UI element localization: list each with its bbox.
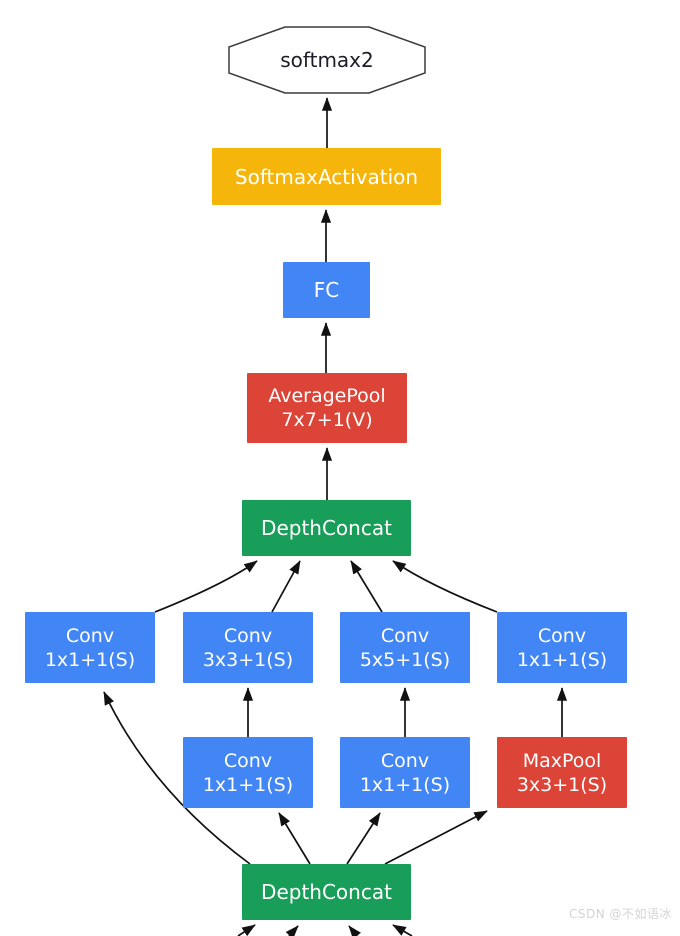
node-conv-1x1-row1-col1-label: Conv xyxy=(65,624,115,647)
edge-depthconcat2-to-conv1x1a xyxy=(103,691,251,865)
node-conv-1x1-row1-col4-label: Conv xyxy=(537,624,587,647)
edge-into-depthconcat2-1 xyxy=(237,924,256,936)
node-conv-5x5-sublabel: 5x5+1(S) xyxy=(359,648,451,671)
node-conv-1x1-row2-col2: Conv 1x1+1(S) xyxy=(183,737,313,808)
edge-conv5x5-to-depthconcat xyxy=(350,560,383,613)
node-conv-3x3-sublabel: 3x3+1(S) xyxy=(202,648,294,671)
node-conv-5x5: Conv 5x5+1(S) xyxy=(340,612,470,683)
node-conv-1x1-row1-col1-sublabel: 1x1+1(S) xyxy=(44,648,136,671)
edge-depthconcat2-to-conv1x1c xyxy=(278,812,311,865)
node-conv-1x1-row2-col3-sublabel: 1x1+1(S) xyxy=(359,773,451,796)
node-depthconcat-bottom-label: DepthConcat xyxy=(261,880,392,904)
node-softmax2-label: softmax2 xyxy=(280,48,374,72)
node-softmax2: softmax2 xyxy=(229,27,425,93)
csdn-watermark: CSDN @不如语冰 xyxy=(568,907,672,921)
node-conv-3x3-label: Conv xyxy=(223,624,273,647)
node-depthconcat-bottom: DepthConcat xyxy=(242,864,411,920)
node-averagepool: AveragePool 7x7+1(V) xyxy=(247,373,407,443)
node-fc: FC xyxy=(283,262,370,318)
node-averagepool-sublabel: 7x7+1(V) xyxy=(281,409,373,431)
node-conv-1x1-row2-col2-sublabel: 1x1+1(S) xyxy=(202,773,294,796)
node-softmax-activation: SoftmaxActivation xyxy=(212,148,441,205)
node-maxpool: MaxPool 3x3+1(S) xyxy=(497,737,627,808)
edge-depthconcat2-to-maxpool xyxy=(384,810,488,865)
edge-conv3x3-to-depthconcat xyxy=(271,560,301,613)
edge-into-depthconcat2-2 xyxy=(285,925,299,936)
edge-into-depthconcat2-4 xyxy=(392,924,413,936)
edge-into-depthconcat2-3 xyxy=(348,925,361,936)
node-conv-1x1-row2-col3-label: Conv xyxy=(380,749,430,772)
node-conv-3x3: Conv 3x3+1(S) xyxy=(183,612,313,683)
node-averagepool-label: AveragePool xyxy=(268,385,386,407)
node-conv-1x1-row1-col4: Conv 1x1+1(S) xyxy=(497,612,627,683)
node-depthconcat-top: DepthConcat xyxy=(242,500,411,556)
node-conv-5x5-label: Conv xyxy=(380,624,430,647)
node-conv-1x1-row2-col2-label: Conv xyxy=(223,749,273,772)
node-softmax-activation-label: SoftmaxActivation xyxy=(234,164,419,189)
node-fc-label: FC xyxy=(313,278,340,302)
node-maxpool-label: MaxPool xyxy=(522,749,602,772)
node-conv-1x1-row1-col4-sublabel: 1x1+1(S) xyxy=(516,648,608,671)
edge-conv1x1a-to-depthconcat xyxy=(154,560,258,613)
node-depthconcat-top-label: DepthConcat xyxy=(261,516,392,540)
edge-depthconcat2-to-conv1x1d xyxy=(346,812,381,865)
node-conv-1x1-row1-col1: Conv 1x1+1(S) xyxy=(25,612,155,683)
softmax2-octagon xyxy=(228,26,426,94)
node-maxpool-sublabel: 3x3+1(S) xyxy=(516,773,608,796)
edge-conv1x1b-to-depthconcat xyxy=(392,560,498,613)
node-conv-1x1-row2-col3: Conv 1x1+1(S) xyxy=(340,737,470,808)
